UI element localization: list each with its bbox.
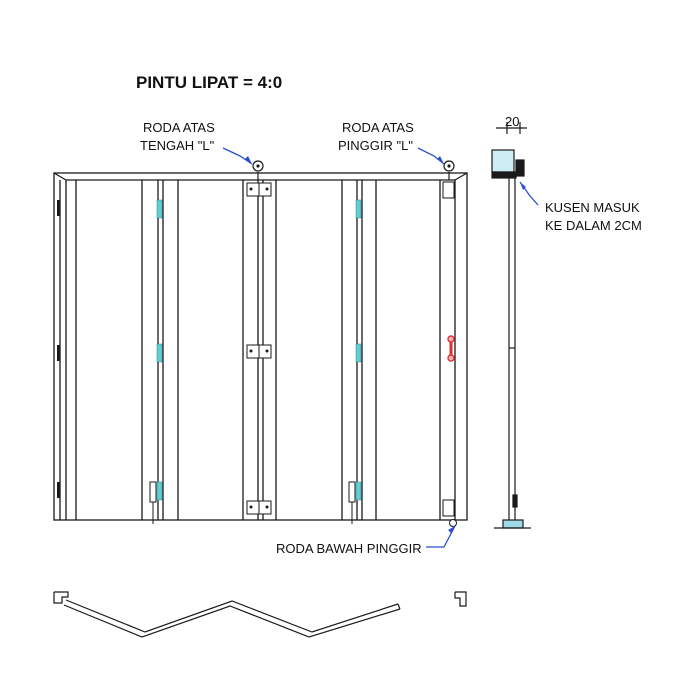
center-hinges <box>246 182 272 515</box>
label-top-center-line1: RODA ATAS <box>143 120 215 135</box>
label-bottom-edge-roller: RODA BAWAH PINGGIR <box>276 541 422 556</box>
plan-right-jamb <box>454 591 467 607</box>
label-frame-inset-line2: KE DALAM 2CM <box>545 218 642 233</box>
plan-panels-upper <box>65 599 399 633</box>
label-frame-inset-line1: KUSEN MASUK <box>545 200 640 215</box>
door-frame <box>53 172 468 521</box>
jamb-hinges <box>57 200 60 498</box>
door-panel-1 <box>75 180 159 520</box>
door-panel-3 <box>262 180 358 520</box>
side-section <box>491 122 531 529</box>
door-handle <box>447 335 455 362</box>
edge-hinge-plates <box>442 181 455 517</box>
plan-left-jamb <box>53 591 69 604</box>
label-top-center-line2: TENGAH "L" <box>140 138 215 153</box>
plan-view <box>53 591 467 638</box>
leader-bottom-edge <box>426 525 456 548</box>
leader-top-edge <box>417 147 445 165</box>
top-rollers <box>252 160 455 180</box>
top-frame-section <box>491 149 515 173</box>
floor-section <box>502 519 524 529</box>
label-top-edge-line2: PINGGIR "L" <box>338 138 413 153</box>
door-panel-4 <box>361 180 456 520</box>
panel-hinge-marks <box>156 199 362 501</box>
flush-bolts <box>149 481 356 524</box>
dimension-label: 20 <box>505 114 519 129</box>
center-hinge-screws <box>249 187 269 509</box>
door-panel-2 <box>162 180 259 520</box>
label-top-edge-line1: RODA ATAS <box>342 120 414 135</box>
leader-top-center <box>222 147 253 165</box>
plan-panels-lower <box>63 604 401 638</box>
drawing-title: PINTU LIPAT = 4:0 <box>136 73 282 92</box>
bottom-edge-roller <box>449 519 457 527</box>
